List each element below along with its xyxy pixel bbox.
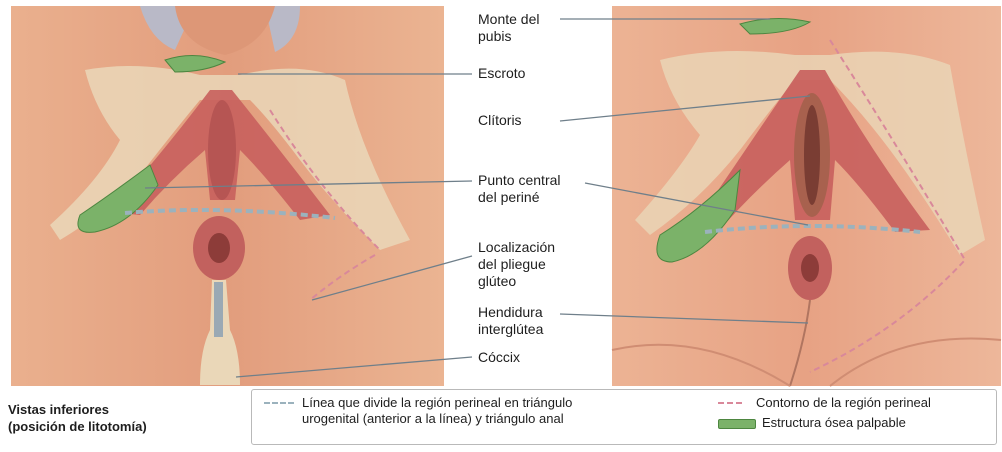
legend: Línea que divide la región perineal en t…: [251, 389, 997, 445]
anus: [208, 233, 230, 263]
figure-caption: Vistas inferiores (posición de litotomía…: [8, 401, 147, 435]
green-bone-swatch: [718, 419, 756, 429]
legend-bone-text: Estructura ósea palpable: [762, 415, 906, 431]
anus: [801, 254, 819, 282]
label-punto-central: Punto central del periné: [478, 172, 561, 206]
vaginal-opening: [804, 105, 820, 205]
male-view-panel: [11, 6, 444, 386]
legend-contour-text: Contorno de la región perineal: [756, 395, 931, 411]
label-monte-del-pubis: Monte del pubis: [478, 11, 539, 45]
label-pliegue-gluteo: Localización del pliegue glúteo: [478, 239, 555, 290]
coccyx-groove: [214, 282, 223, 337]
label-escroto: Escroto: [478, 65, 525, 82]
legend-divider-text: Línea que divide la región perineal en t…: [302, 395, 572, 427]
blue-dashed-line-swatch: [264, 402, 294, 404]
label-hendidura: Hendidura interglútea: [478, 304, 543, 338]
female-view-panel: [612, 6, 1001, 386]
label-coccix: Cóccix: [478, 349, 520, 366]
label-clitoris: Clítoris: [478, 112, 522, 129]
red-dashed-line-swatch: [718, 402, 742, 404]
bulb-muscle: [208, 100, 236, 200]
